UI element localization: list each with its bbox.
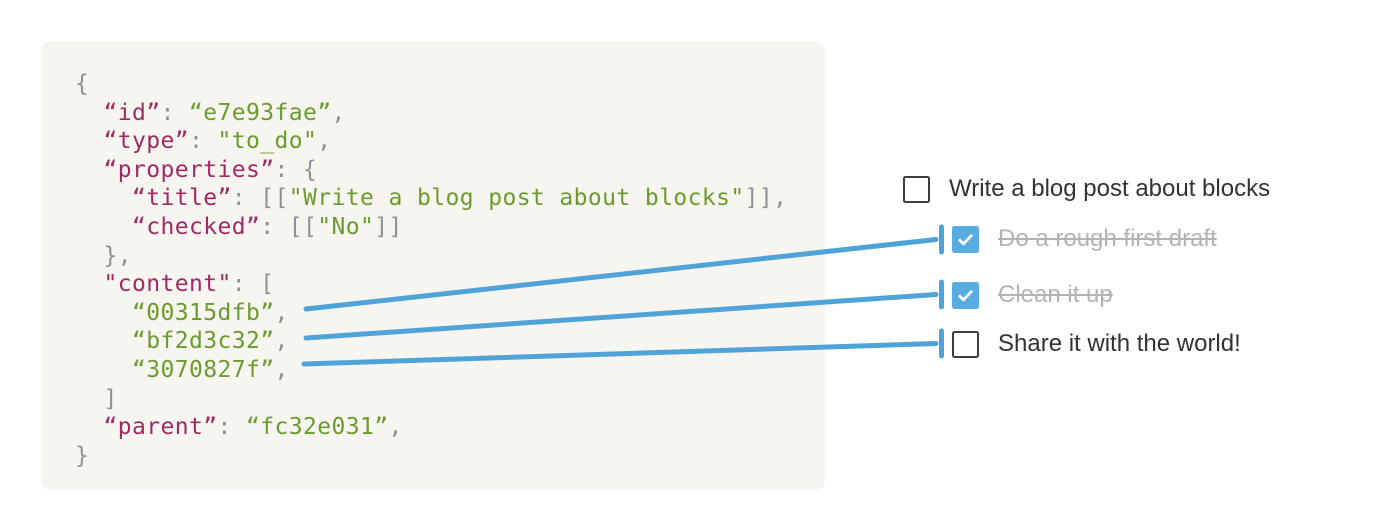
code-segment-punct: ]]	[374, 213, 403, 240]
code-segment-punct	[75, 185, 132, 211]
code-segment-key: “type”	[103, 128, 189, 155]
code-segment-punct: },	[75, 242, 132, 269]
code-segment-punct	[75, 214, 132, 240]
todo-checkbox-unchecked[interactable]	[952, 330, 979, 358]
code-line: ]	[75, 385, 825, 414]
code-segment-punct	[75, 271, 104, 297]
code-line: {	[75, 70, 825, 99]
code-segment-punct: : [[	[260, 213, 318, 240]
code-line: “title”: [["Write a blog post about bloc…	[75, 184, 825, 213]
todo-label: Write a blog post about blocks	[949, 175, 1271, 202]
code-line: “properties”: {	[75, 156, 825, 185]
code-line: “parent”: “fc32e031”,	[75, 413, 825, 442]
todo-item: Do a rough first draft	[952, 225, 1217, 253]
todo-checkbox-unchecked[interactable]	[903, 175, 930, 203]
code-segment-punct: ,	[317, 128, 332, 155]
todo-label: Do a rough first draft	[998, 225, 1217, 252]
code-segment-punct: : [	[231, 271, 275, 298]
code-line: },	[75, 242, 825, 271]
code-segment-punct: ,	[274, 328, 289, 355]
code-segment-punct: :	[188, 128, 218, 155]
code-segment-str: "Write a blog post about blocks"	[288, 185, 745, 212]
code-line: "content": [	[75, 270, 825, 299]
code-line: “3070827f”,	[75, 356, 825, 385]
code-segment-str: “3070827f”	[132, 356, 275, 383]
code-segment-punct	[75, 100, 104, 126]
code-segment-punct	[75, 357, 132, 383]
todo-item: Share it with the world!	[952, 330, 1241, 358]
code-segment-key: “id”	[103, 99, 161, 126]
code-segment-str: "to_do"	[217, 128, 318, 155]
code-segment-punct	[75, 128, 104, 154]
code-segment-key: "content"	[103, 271, 232, 298]
code-segment-punct: ,	[331, 99, 346, 126]
todo-item: Write a blog post about blocks	[903, 175, 1270, 203]
code-segment-str: “fc32e031”	[245, 414, 389, 441]
code-segment-str: “00315dfb”	[132, 299, 275, 326]
check-icon	[958, 289, 973, 301]
todo-label: Share it with the world!	[998, 330, 1241, 357]
code-segment-str: “bf2d3c32”	[132, 328, 275, 355]
code-line: “bf2d3c32”,	[75, 327, 825, 356]
code-segment-punct: ]	[75, 385, 118, 412]
code-segment-str: "No"	[317, 213, 375, 240]
code-segment-punct: {	[75, 71, 90, 97]
code-line: “checked”: [["No"]]	[75, 213, 825, 242]
json-code-panel: { “id”: “e7e93fae”, “type”: "to_do", “pr…	[41, 41, 825, 490]
code-segment-punct: ,	[388, 414, 403, 441]
json-code: { “id”: “e7e93fae”, “type”: "to_do", “pr…	[41, 41, 825, 470]
todo-label: Clean it up	[998, 281, 1113, 308]
todo-checkbox-checked[interactable]	[952, 281, 979, 309]
code-segment-punct: :	[217, 414, 246, 441]
code-segment-punct	[75, 300, 132, 326]
code-segment-key: “parent”	[103, 414, 218, 441]
code-line: “type”: "to_do",	[75, 127, 825, 156]
code-segment-key: “title”	[132, 185, 232, 212]
code-segment-punct: ,	[274, 299, 289, 326]
code-segment-punct	[75, 157, 104, 183]
code-segment-punct	[75, 328, 132, 354]
code-segment-punct: ]],	[744, 185, 788, 212]
code-segment-key: “checked”	[132, 213, 261, 240]
todo-item: Clean it up	[952, 281, 1113, 309]
todo-checkbox-checked[interactable]	[952, 225, 979, 253]
check-icon	[958, 233, 973, 245]
code-line: “id”: “e7e93fae”,	[75, 99, 825, 128]
code-segment-punct: ,	[274, 356, 289, 383]
code-segment-key: “properties”	[103, 156, 275, 183]
code-segment-str: “e7e93fae”	[189, 99, 332, 126]
code-segment-punct: : [[	[231, 185, 289, 212]
code-line: }	[75, 442, 825, 471]
code-segment-punct: }	[75, 442, 90, 469]
code-segment-punct: : {	[274, 156, 318, 183]
code-segment-punct: :	[160, 99, 189, 126]
code-segment-punct	[75, 414, 104, 440]
code-line: “00315dfb”,	[75, 299, 825, 328]
